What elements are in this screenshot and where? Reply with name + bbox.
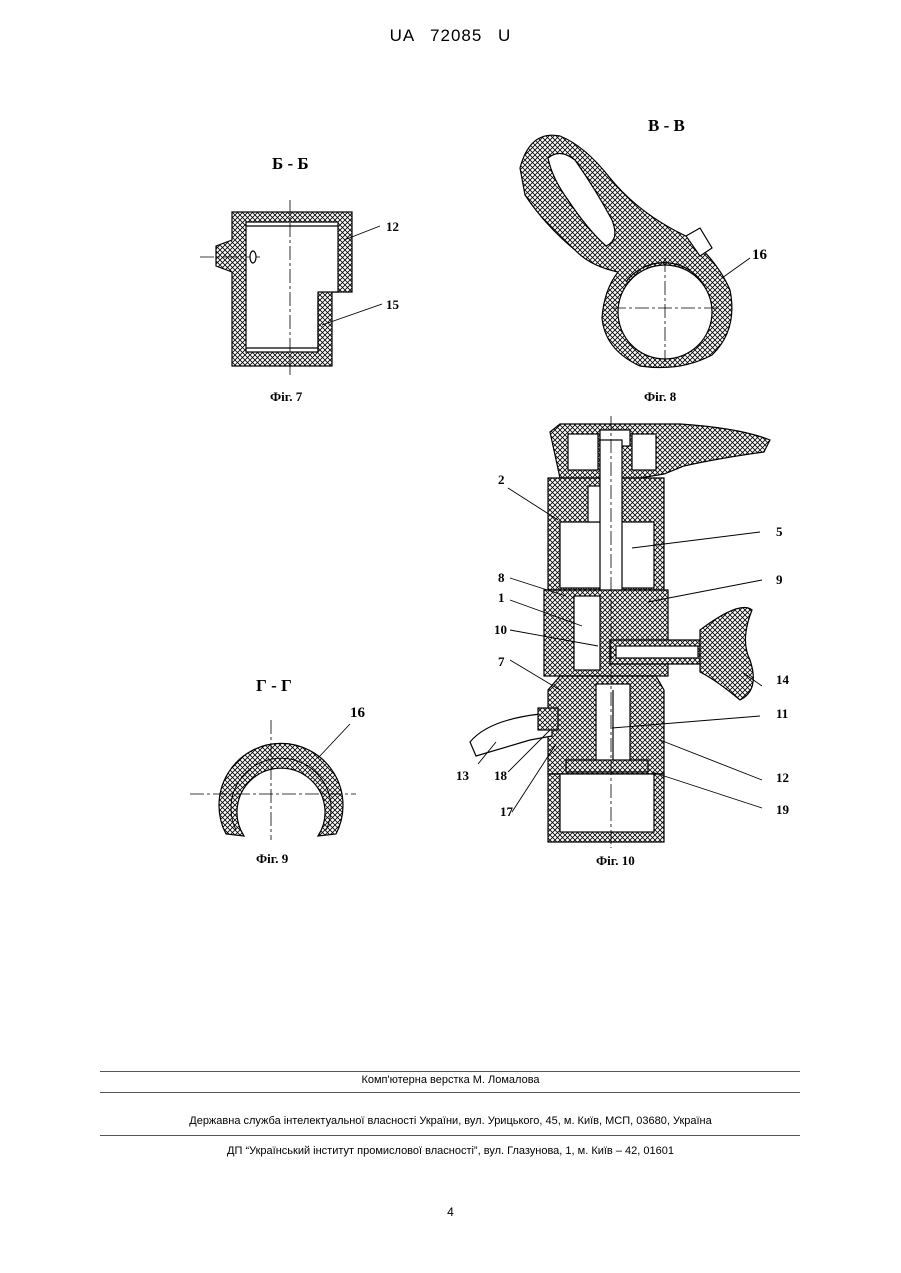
fig10-label-14: 14: [776, 672, 789, 688]
fig9-label-16: 16: [350, 705, 365, 722]
fig7-section-title: Б - Б: [272, 154, 309, 174]
footer-layout-credit: Комп'ютерна верстка М. Ломалова: [0, 1074, 901, 1086]
fig10-label-17: 17: [500, 804, 513, 820]
fig8-label-16: 16: [752, 247, 767, 264]
fig10-drawing: [470, 416, 770, 848]
fig10-label-19: 19: [776, 802, 789, 818]
fig7-caption: Фіг. 7: [270, 389, 302, 405]
fig7-drawing: [200, 200, 382, 375]
fig8-section-title: В - В: [648, 116, 685, 136]
page-number: 4: [0, 1205, 901, 1219]
fig10-label-10: 10: [494, 622, 507, 638]
fig10-label-2: 2: [498, 472, 505, 488]
fig7-label-15: 15: [386, 297, 399, 313]
footer-institute-address: ДП “Український інститут промислової вла…: [0, 1145, 901, 1157]
fig8-caption: Фіг. 8: [644, 389, 676, 405]
fig10-label-8: 8: [498, 570, 505, 586]
fig10-label-9: 9: [776, 572, 783, 588]
fig10-caption: Фіг. 10: [596, 853, 635, 869]
fig10-label-1: 1: [498, 590, 505, 606]
footer-rule-2: [100, 1092, 800, 1093]
fig10-label-12: 12: [776, 770, 789, 786]
fig10-label-5: 5: [776, 524, 783, 540]
fig10-label-18: 18: [494, 768, 507, 784]
fig9-drawing: [190, 720, 356, 840]
footer-rule-3: [100, 1135, 800, 1136]
fig10-label-11: 11: [776, 706, 788, 722]
fig10-label-7: 7: [498, 654, 505, 670]
fig10-label-13: 13: [456, 768, 469, 784]
fig8-drawing: [520, 135, 750, 367]
fig9-caption: Фіг. 9: [256, 851, 288, 867]
fig7-label-12: 12: [386, 219, 399, 235]
footer-office-address: Державна служба інтелектуальної власност…: [0, 1115, 901, 1127]
fig9-section-title: Г - Г: [256, 676, 292, 696]
footer-rule-1: [100, 1071, 800, 1072]
